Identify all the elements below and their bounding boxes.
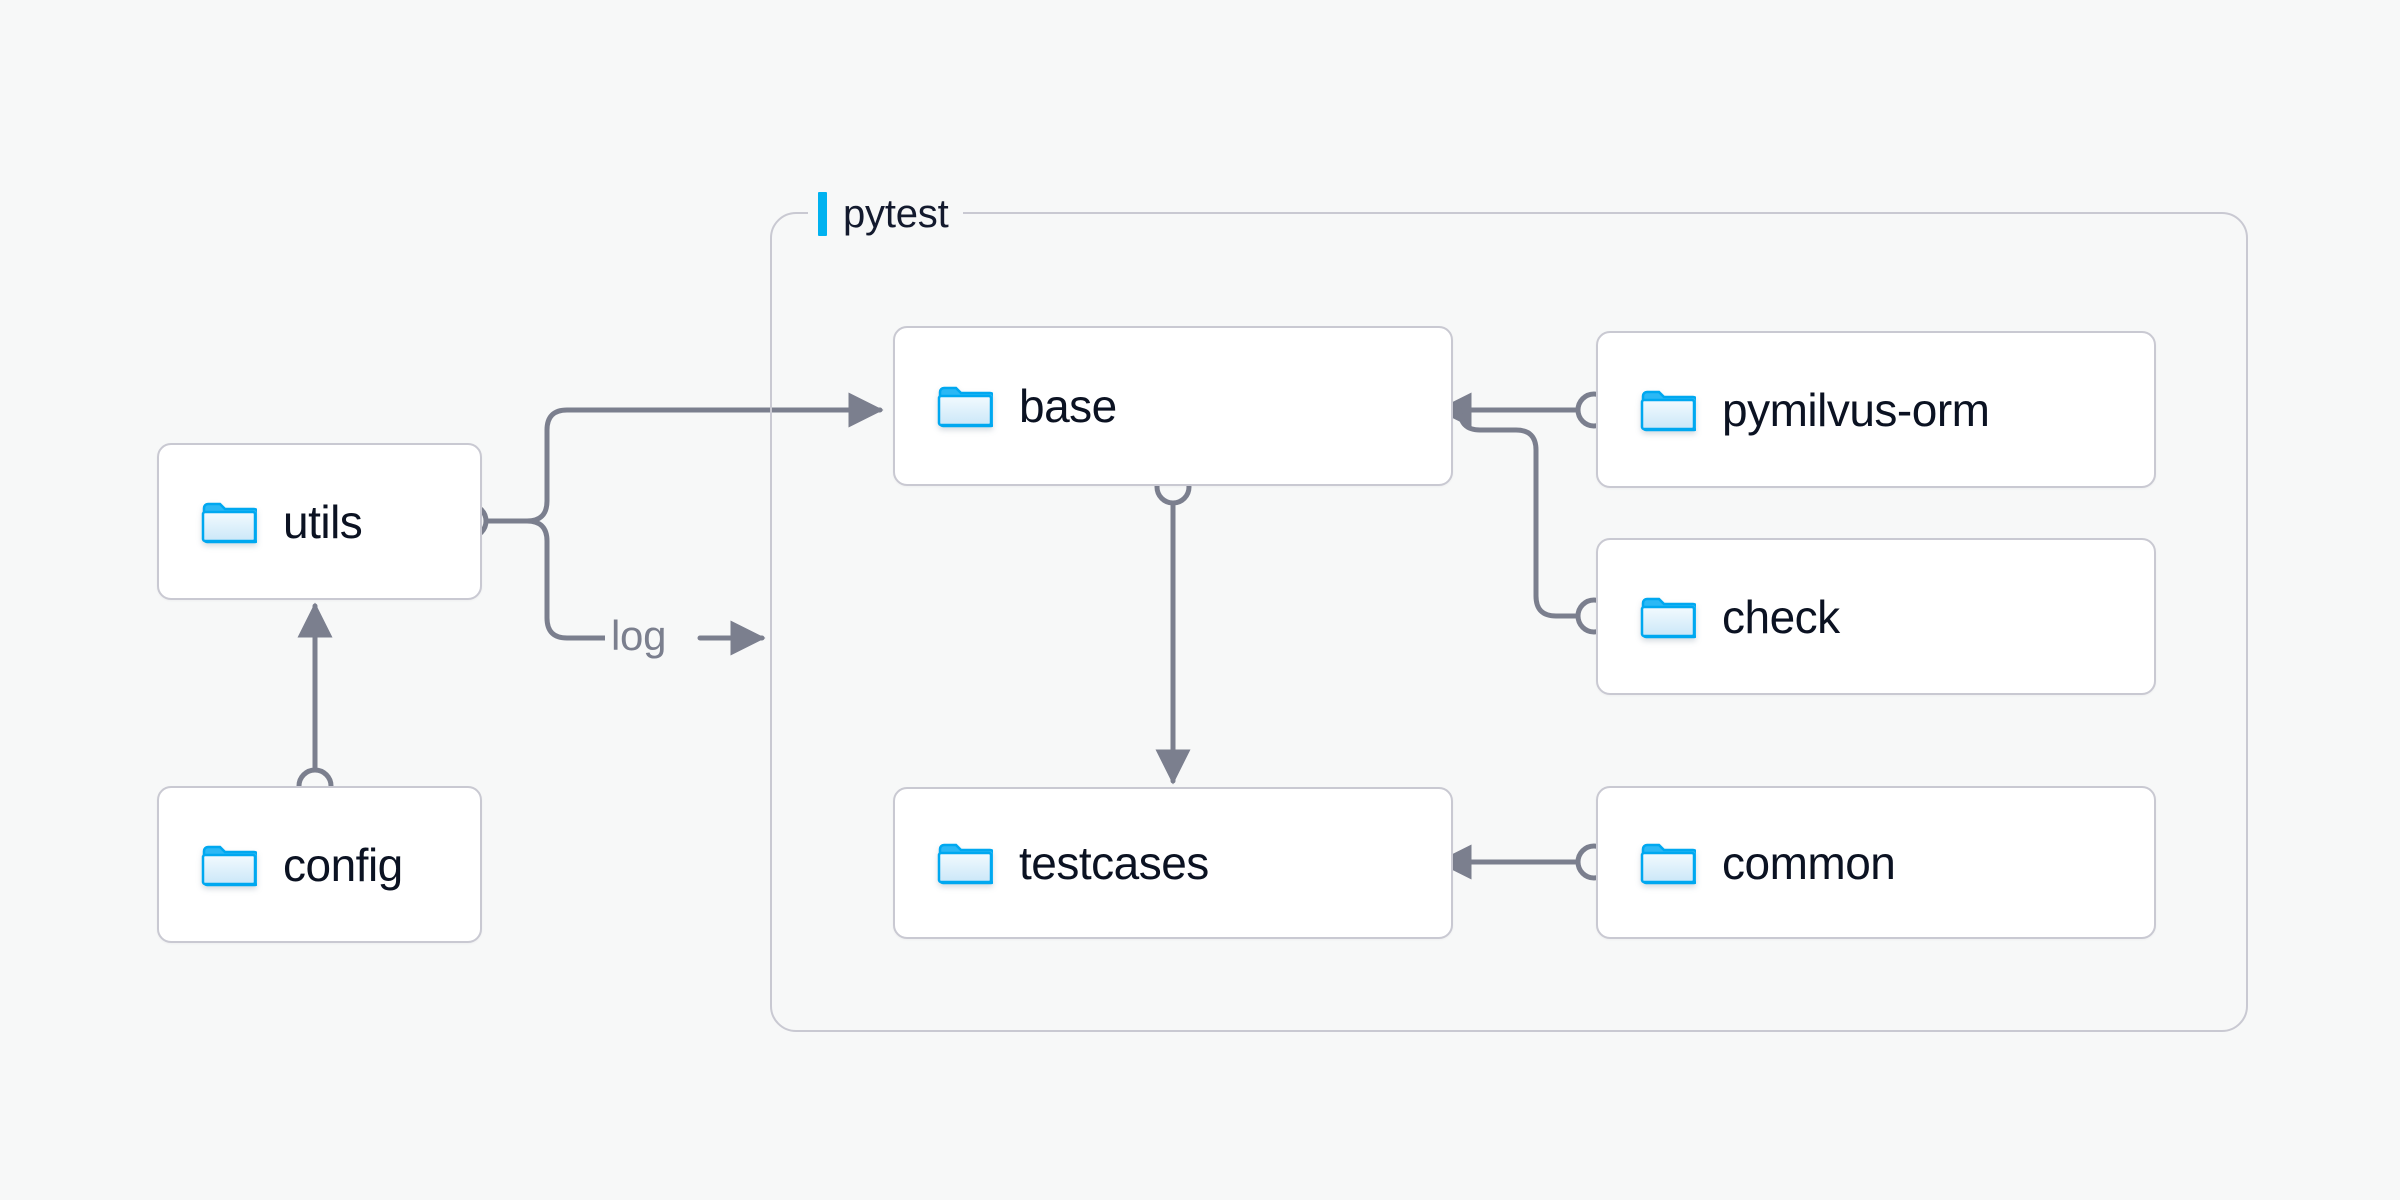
node-common-label: common (1722, 836, 1896, 889)
node-config-label: config (283, 838, 403, 891)
node-pymilvus-orm-label: pymilvus-orm (1722, 383, 1990, 436)
folder-icon (1640, 387, 1696, 433)
group-pytest[interactable] (770, 212, 2248, 1032)
node-check[interactable]: check (1596, 538, 2156, 695)
node-config[interactable]: config (157, 786, 482, 943)
accent-bar-icon (818, 192, 827, 236)
node-utils-label: utils (283, 495, 363, 548)
edge-label-log: log (605, 612, 673, 660)
node-pymilvus-orm[interactable]: pymilvus-orm (1596, 331, 2156, 488)
folder-icon (1640, 594, 1696, 640)
node-utils[interactable]: utils (157, 443, 482, 600)
node-testcases-label: testcases (1019, 837, 1209, 889)
group-pytest-title: pytest (843, 191, 949, 236)
node-testcases[interactable]: testcases (893, 787, 1453, 939)
folder-icon (201, 842, 257, 888)
node-common[interactable]: common (1596, 786, 2156, 939)
folder-icon (937, 383, 993, 429)
folder-icon (201, 499, 257, 545)
group-pytest-label: pytest (808, 186, 963, 242)
node-base[interactable]: base (893, 326, 1453, 486)
folder-icon (1640, 840, 1696, 886)
node-base-label: base (1019, 380, 1117, 432)
folder-icon (937, 840, 993, 886)
node-check-label: check (1722, 590, 1840, 643)
